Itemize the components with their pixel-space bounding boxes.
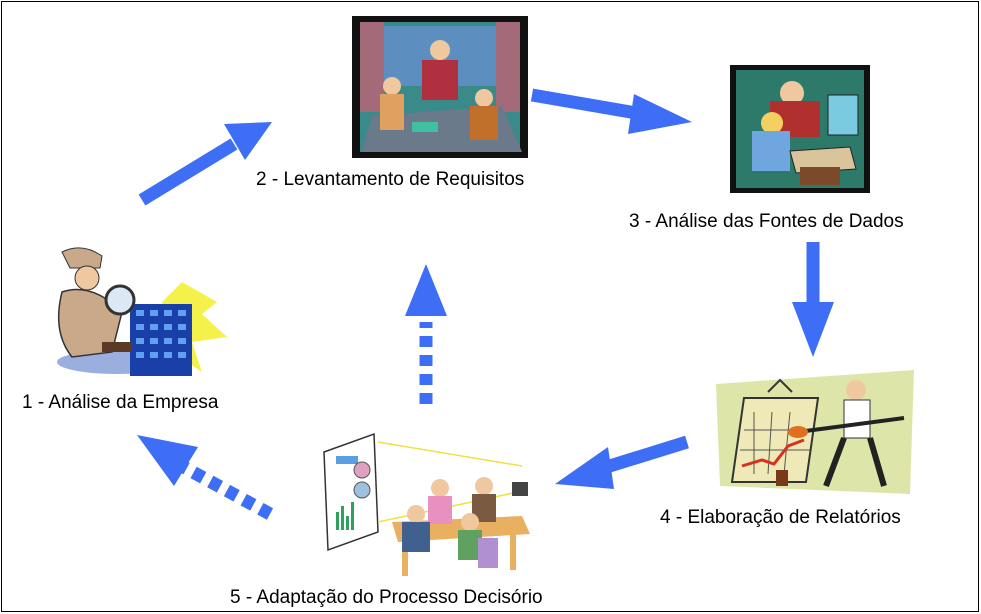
report-chart-icon xyxy=(716,370,914,494)
detective-building-icon xyxy=(57,247,227,376)
step-4-label: 4 - Elaboração de Relatórios xyxy=(660,507,901,528)
arrow-5-to-1-dotted xyxy=(137,435,274,520)
meeting-room-icon xyxy=(352,16,528,158)
arrow-1-to-2 xyxy=(138,122,272,206)
arrow-3-to-4 xyxy=(792,242,834,357)
step-5-label: 5 - Adaptação do Processo Decisório xyxy=(230,587,543,608)
step-2-clipart xyxy=(352,16,528,158)
step-3-label: 3 - Análise das Fontes de Dados xyxy=(629,211,904,232)
decision-meeting-icon xyxy=(323,432,530,576)
step-2-label: 2 - Levantamento de Requisitos xyxy=(256,169,525,190)
step-4-clipart xyxy=(714,370,916,496)
step-1-label: 1 - Análise da Empresa xyxy=(22,392,219,413)
data-analysis-icon xyxy=(730,65,870,193)
arrow-2-to-3 xyxy=(530,88,692,134)
step-1-clipart xyxy=(42,242,232,382)
step-3-clipart xyxy=(730,65,870,193)
arrow-4-to-5 xyxy=(555,435,689,489)
step-5-clipart xyxy=(322,432,534,582)
arrow-5-to-2-dotted xyxy=(405,264,447,404)
